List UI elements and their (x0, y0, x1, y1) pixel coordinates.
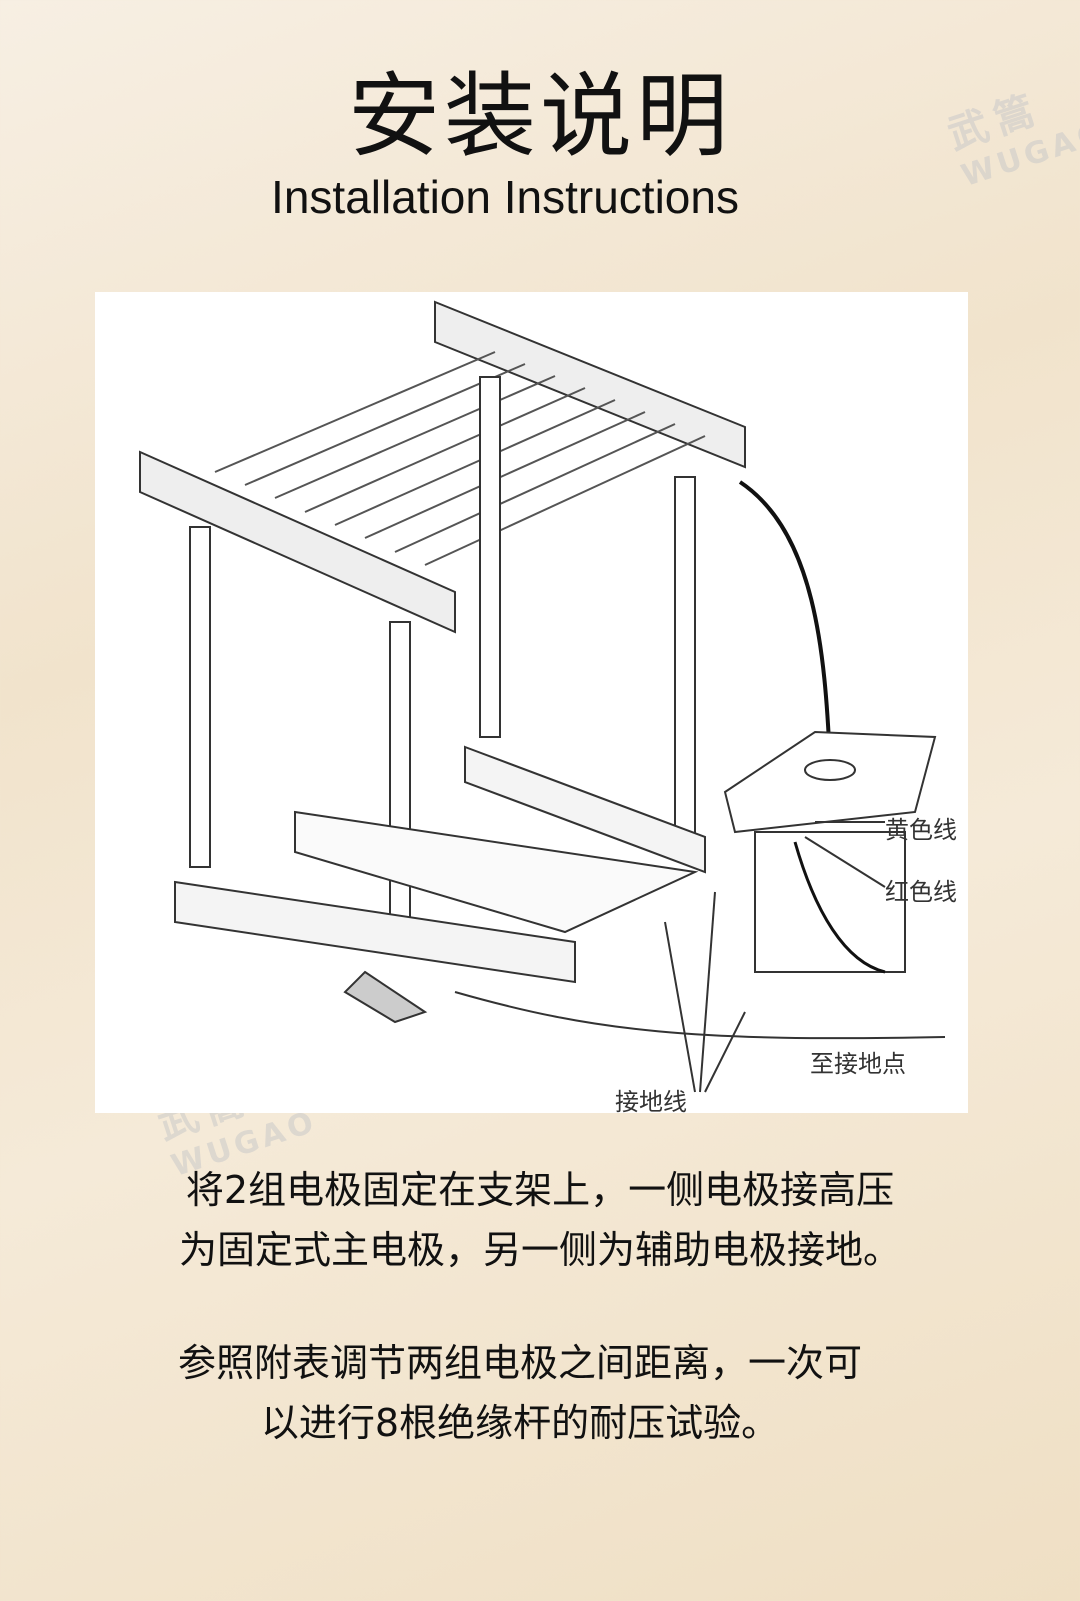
page-subtitle: Installation Instructions (271, 171, 739, 223)
text-line: 以进行8根绝缘杆的耐压试验。 (260, 1401, 780, 1445)
ground-wire-label: 接地线 (615, 1088, 687, 1116)
instruction-paragraph-2: 参照附表调节两组电极之间距离，一次可 以进行8根绝缘杆的耐压试验。 (0, 1333, 1060, 1453)
page-title: 安装说明 (347, 63, 732, 170)
text-line: 参照附表调节两组电极之间距离，一次可 (177, 1341, 862, 1385)
installation-diagram: 黄色线 红色线 至接地点 接地线 (95, 292, 968, 1116)
red-wire-label: 红色线 (885, 878, 957, 906)
to-ground-label: 至接地点 (810, 1050, 906, 1078)
instruction-paragraph-1: 将2组电极固定在支架上，一侧电极接高压 为固定式主电极，另一侧为辅助电极接地。 (0, 1160, 1080, 1280)
yellow-wire-label: 黄色线 (885, 816, 957, 844)
text-line: 将2组电极固定在支架上，一侧电极接高压 (185, 1168, 895, 1212)
text-line: 为固定式主电极，另一侧为辅助电极接地。 (178, 1228, 901, 1272)
